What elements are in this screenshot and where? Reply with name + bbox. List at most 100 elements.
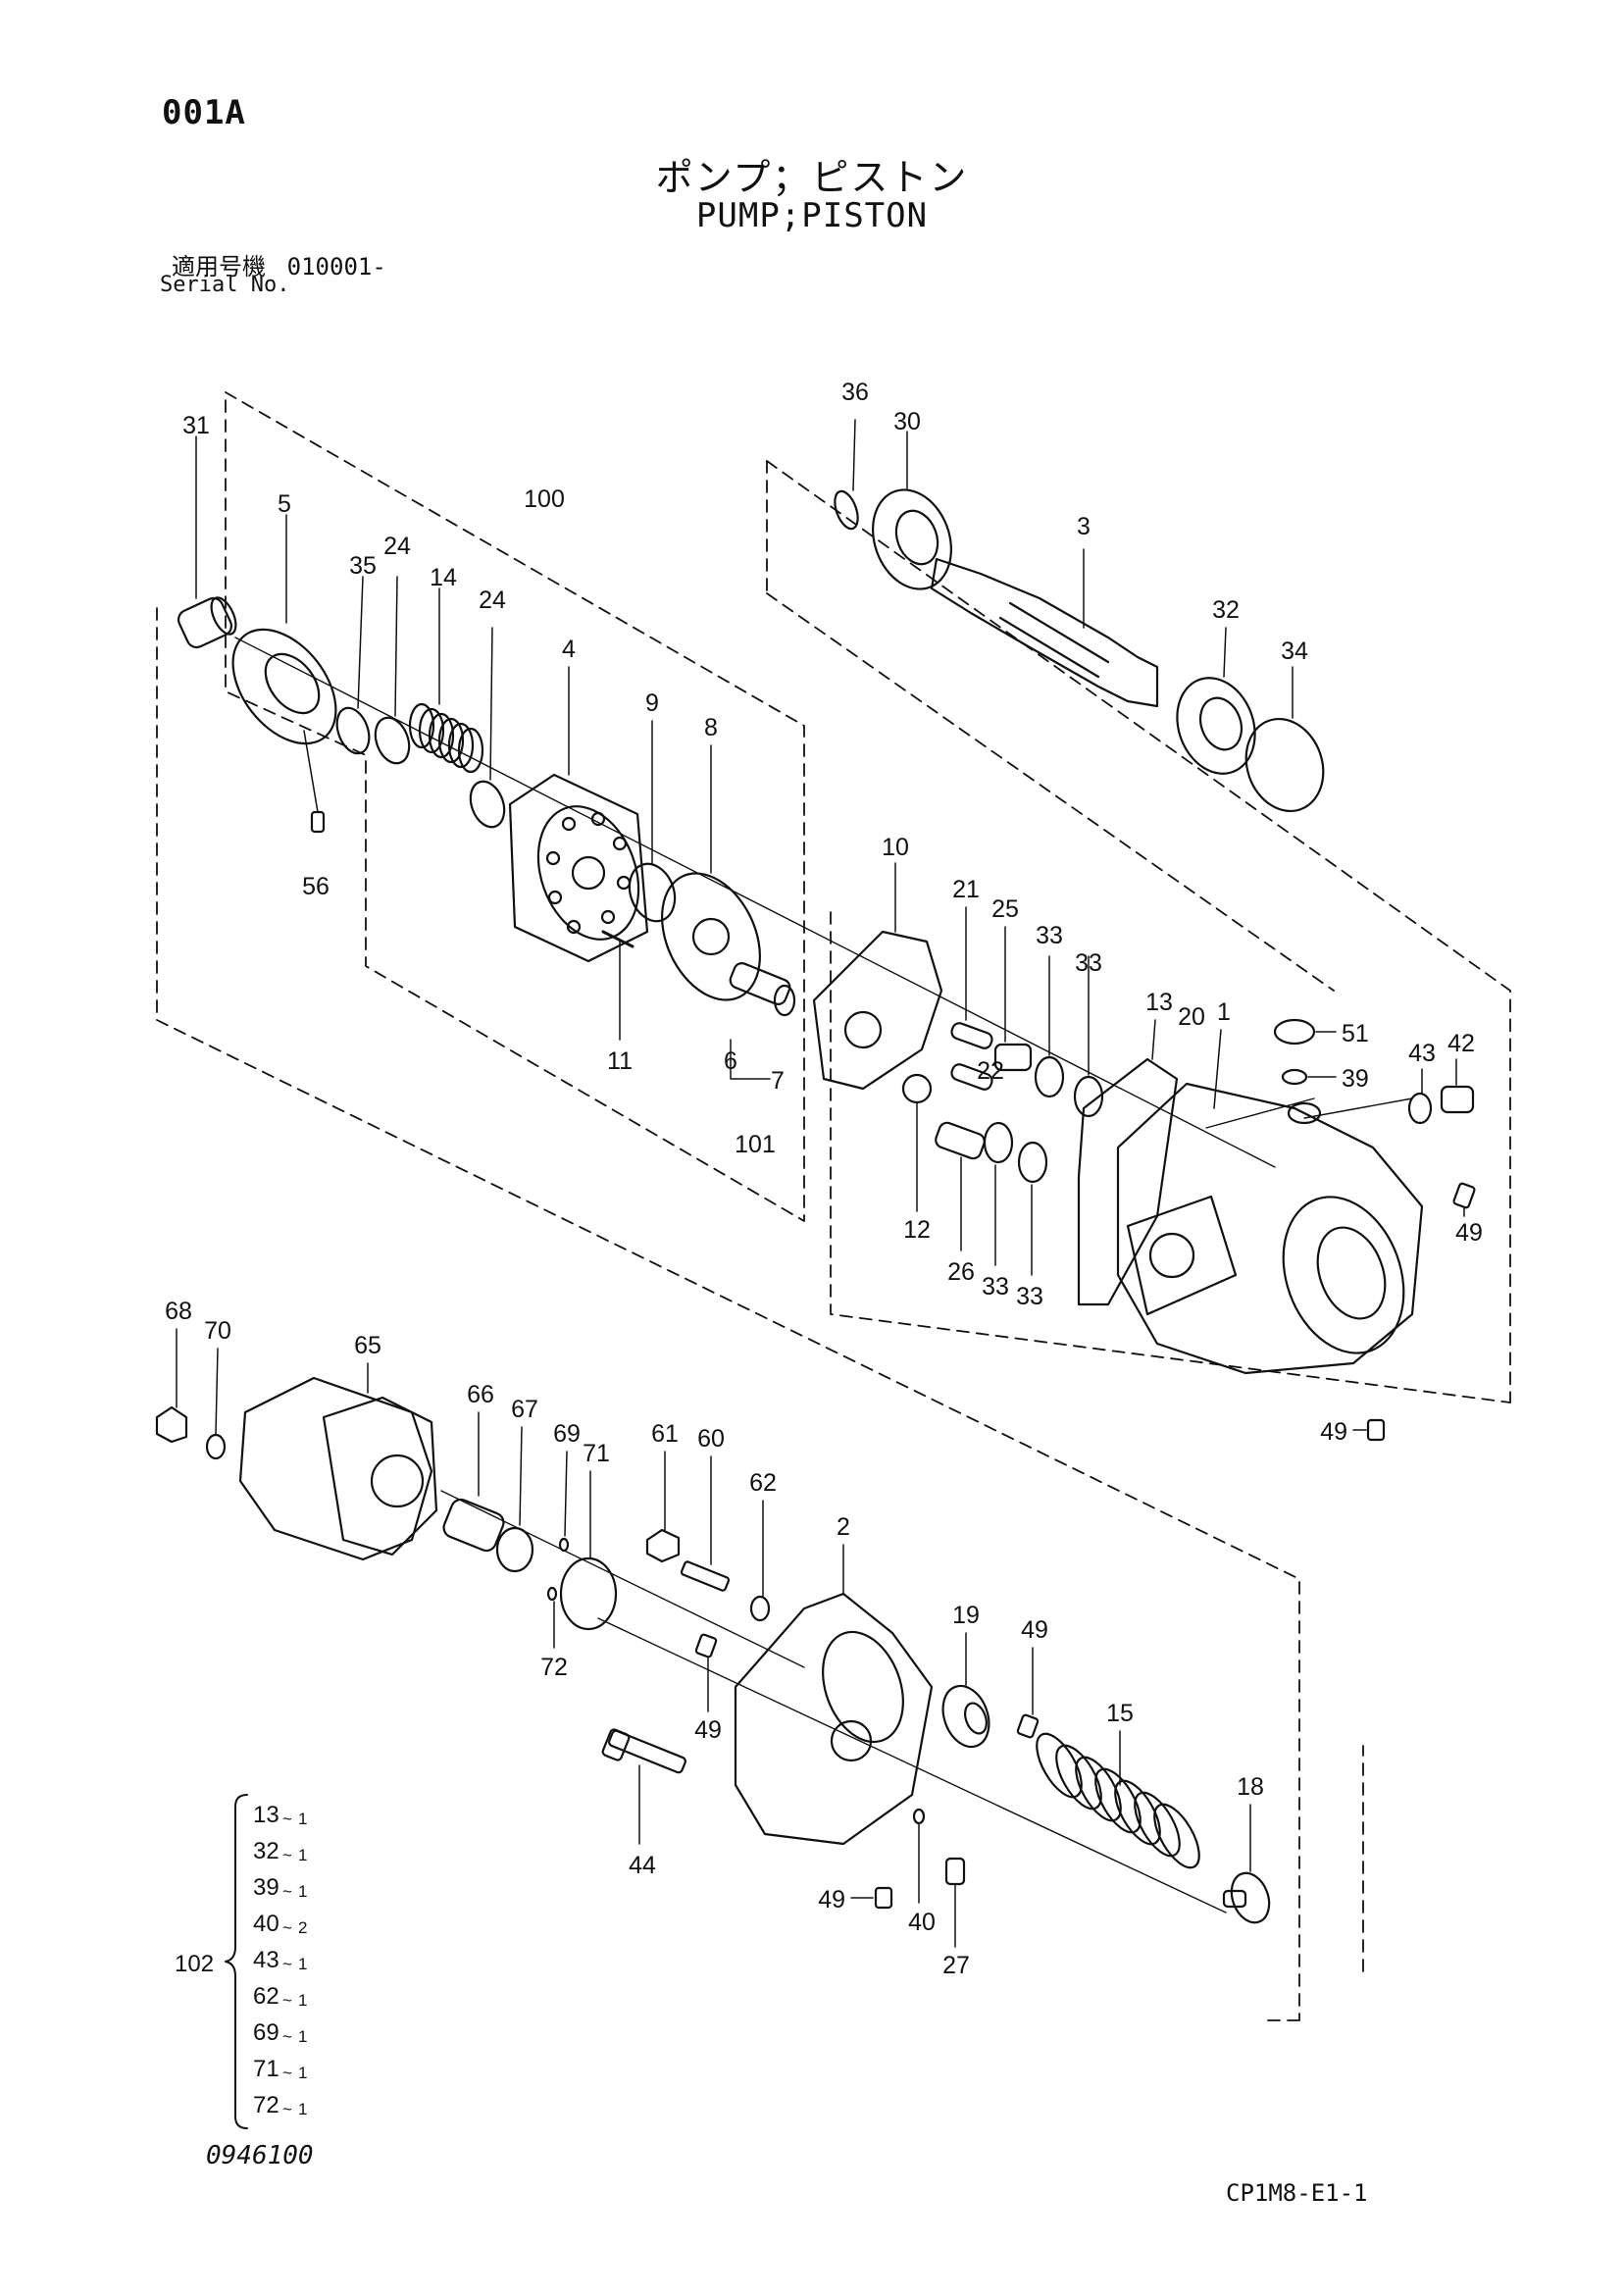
callout-69: 69 <box>553 1420 581 1448</box>
kit-item-qty: 1 <box>298 1810 307 1828</box>
part-61-nut <box>645 1451 681 1563</box>
callout-21: 21 <box>952 876 980 903</box>
callout-18: 18 <box>1237 1773 1264 1801</box>
boundary-main-outer <box>156 607 1300 2021</box>
kit-item-part: 69 <box>253 2019 279 2046</box>
callout-39: 39 <box>1342 1065 1369 1093</box>
part-42-43-plug-oring <box>1407 1058 1475 1125</box>
callout-62: 62 <box>749 1469 777 1497</box>
callout-14: 14 <box>430 564 457 591</box>
callout-8: 8 <box>704 714 718 741</box>
callout-51: 51 <box>1342 1020 1369 1047</box>
callout-24-a: 24 <box>383 533 411 560</box>
part-34-retaining-ring <box>1244 666 1325 813</box>
callout-30: 30 <box>893 408 921 435</box>
kit-item-part: 39 <box>253 1874 279 1901</box>
part-36-snap-ring <box>834 419 859 531</box>
callout-20: 20 <box>1178 1003 1205 1031</box>
callout-34: 34 <box>1281 638 1308 665</box>
part-5-swash-plate <box>231 514 337 745</box>
part-44-bolt <box>601 1728 686 1845</box>
part-65-gear-pump <box>238 1362 438 1561</box>
kit-item-sep: ~ <box>282 1846 292 1864</box>
callout-70: 70 <box>204 1317 231 1345</box>
kit-item-qty: 1 <box>298 1882 307 1901</box>
serial-label-english: Serial No. <box>160 273 290 297</box>
kit-item-qty: 2 <box>298 1918 307 1937</box>
kit-item-qty: 1 <box>298 2100 307 2118</box>
kit-item-part: 62 <box>253 1983 279 2010</box>
boundary-shaft-diag <box>766 592 1335 992</box>
callout-35: 35 <box>349 552 377 580</box>
kit-item-part: 32 <box>253 1838 279 1864</box>
assembly-axes <box>234 637 1413 1913</box>
callout-100: 100 <box>524 485 565 513</box>
callout-3: 3 <box>1077 513 1091 540</box>
callout-4: 4 <box>562 636 576 663</box>
part-11-pin <box>601 930 634 1041</box>
callout-60: 60 <box>697 1425 725 1453</box>
callout-22: 22 <box>977 1057 1004 1085</box>
part-69-71-72-orings <box>546 1451 618 1649</box>
kit-item-sep: ~ <box>282 1991 292 2010</box>
part-49-plugs-housing <box>1352 1182 1476 1442</box>
part-30-ball-bearing <box>872 431 952 590</box>
part-9-spherical-bushing <box>628 720 677 923</box>
kit-item-part: 71 <box>253 2056 279 2082</box>
callout-26: 26 <box>947 1258 975 1286</box>
callout-36: 36 <box>841 379 869 406</box>
callout-27: 27 <box>942 1952 970 1979</box>
callout-66: 66 <box>467 1381 494 1408</box>
callout-61: 61 <box>651 1420 679 1448</box>
kit-item-qty: 1 <box>298 1846 307 1864</box>
callout-2: 2 <box>837 1513 850 1541</box>
part-49-plugs-regulator <box>694 1633 1040 1910</box>
callout-13: 13 <box>1145 989 1173 1016</box>
callout-labels: 31 5 35 24 14 24 100 4 9 8 56 11 6 7 101… <box>165 379 1483 1979</box>
callout-42: 42 <box>1447 1030 1475 1057</box>
callout-32: 32 <box>1212 596 1240 624</box>
part-33-washers-upper <box>1034 955 1104 1118</box>
kit-item-sep: ~ <box>282 2027 292 2046</box>
part-6-7-piston-shoe <box>729 962 796 1080</box>
kit-item-part: 43 <box>253 1947 279 1973</box>
callout-65: 65 <box>354 1332 381 1359</box>
kit-brace <box>225 1794 248 2129</box>
kit-item-sep: ~ <box>282 1810 292 1828</box>
part-19-spool <box>941 1632 990 1749</box>
callout-40: 40 <box>908 1909 936 1936</box>
part-68-bolt <box>155 1328 188 1444</box>
callout-33-d: 33 <box>1016 1283 1043 1310</box>
part-13-gasket <box>1077 1019 1179 1306</box>
callout-68: 68 <box>165 1298 192 1325</box>
kit-item-sep: ~ <box>282 1882 292 1901</box>
part-56-key <box>303 730 326 834</box>
kit-item-sep: ~ <box>282 1918 292 1937</box>
part-62-seal <box>749 1500 771 1622</box>
callout-49-b: 49 <box>1320 1418 1347 1446</box>
part-66-coupling <box>442 1411 505 1553</box>
part-21-22-pins <box>950 906 993 1091</box>
callout-56: 56 <box>302 873 330 900</box>
kit-item-part: 72 <box>253 2092 279 2118</box>
part-1-pump-casing <box>1116 1029 1424 1375</box>
part-18-spring-seat <box>1222 1804 1271 1924</box>
kit-item-part: 40 <box>253 1911 279 1937</box>
part-60-adjust-screw <box>680 1455 731 1592</box>
boundary-housing-group <box>830 911 1511 1403</box>
callout-43: 43 <box>1408 1040 1436 1067</box>
kit-number: 102 <box>175 1951 214 1977</box>
callout-12: 12 <box>903 1216 931 1244</box>
callout-49-c: 49 <box>1021 1616 1048 1644</box>
document-number: 0946100 <box>206 2141 314 2170</box>
serial-label-japanese: 適用号機 010001- <box>172 247 386 281</box>
callout-101: 101 <box>735 1131 776 1158</box>
part-67-bushing <box>495 1426 534 1573</box>
callout-19: 19 <box>952 1602 980 1629</box>
part-8-retainer-plate <box>661 744 761 1001</box>
part-4-cylinder-block <box>508 666 649 963</box>
kit-item-qty: 1 <box>298 1991 307 2010</box>
kit-item-sep: ~ <box>282 2100 292 2118</box>
title-english: PUMP;PISTON <box>695 196 929 235</box>
